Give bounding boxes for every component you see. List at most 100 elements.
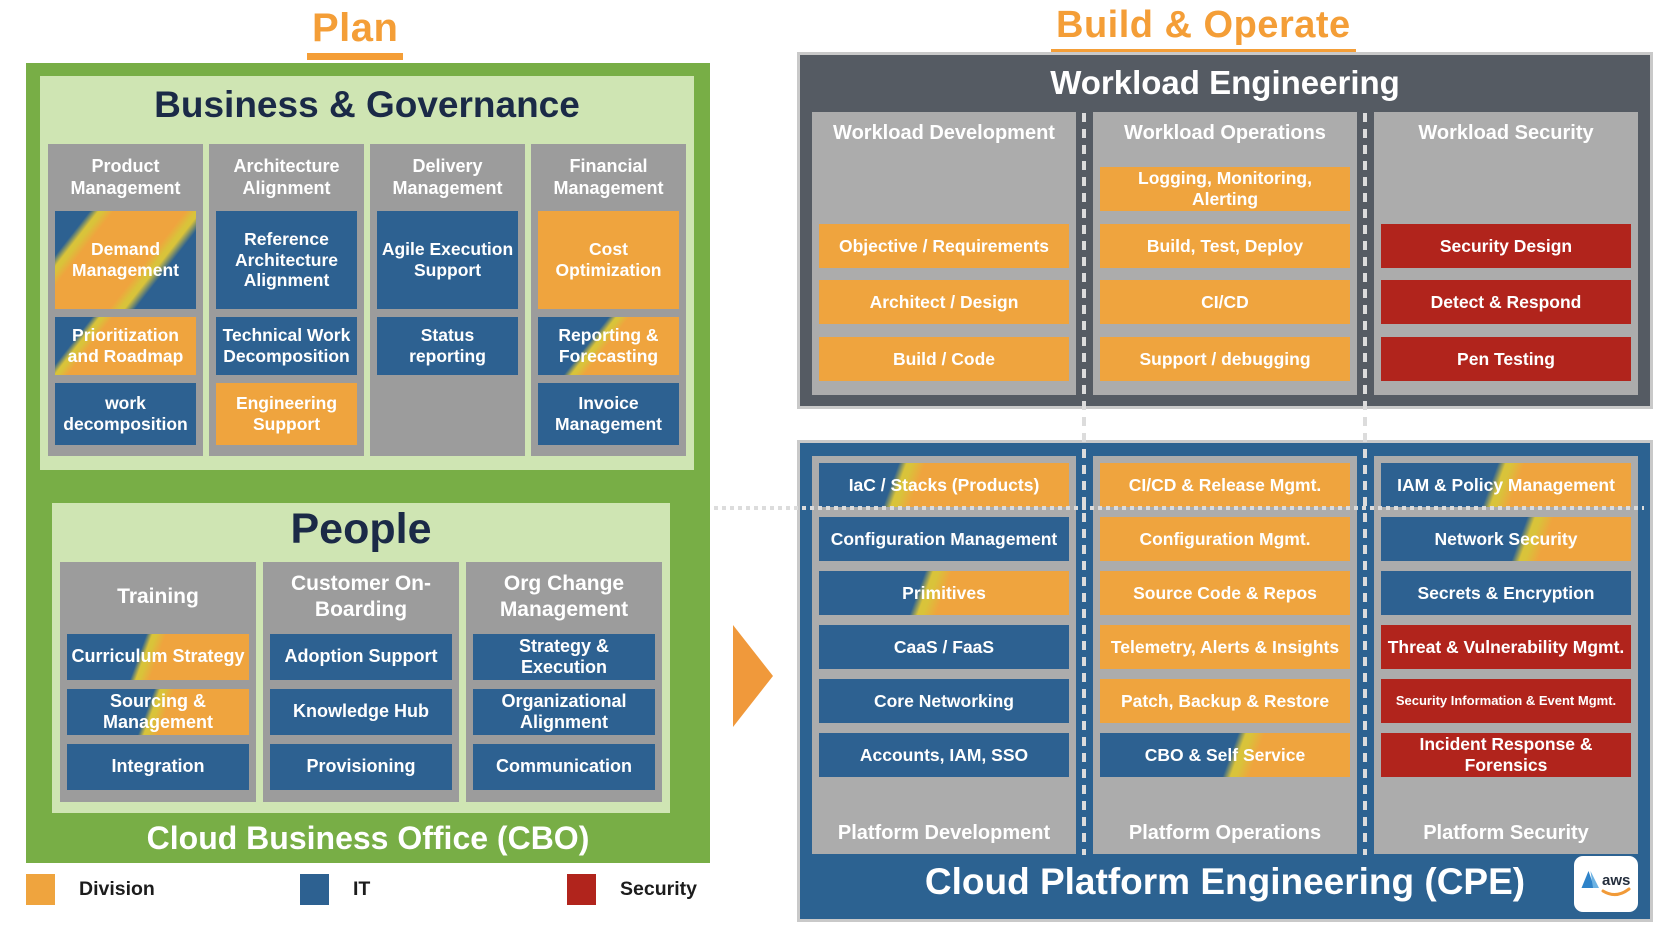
column-header: Financial Management [553,155,664,199]
box-security-information-event-mgmt: Security Information & Event Mgmt. [1381,679,1631,723]
platform-development-label: Platform Development [837,822,1051,844]
box-core-networking: Core Networking [819,679,1069,723]
cloud-platform-engineering-label: Cloud Platform Engineering (CPE) [924,861,1526,902]
legend-item-security: Security [567,874,697,905]
box-iac-stacks: IaC / Stacks (Products) [819,463,1069,507]
box-iam-policy-management: IAM & Policy Management [1381,463,1631,507]
column-header: Workload Operations [1124,121,1326,144]
column-workload-security: Workload Security Security Design Detect… [1374,112,1638,395]
cloud-business-office-box: Business & Governance Product Management… [26,63,710,863]
workload-columns: Workload Development Objective / Require… [812,112,1638,395]
box-logging-monitoring-alerting: Logging, Monitoring, Alerting [1100,167,1350,211]
svg-text:aws: aws [1602,872,1630,889]
business-governance-panel: Business & Governance Product Management… [40,76,694,470]
box-build-test-deploy: Build, Test, Deploy [1100,224,1350,268]
azure-aws-logo-icon: aws [1581,871,1631,896]
box-work-decomposition: work decomposition [55,383,196,445]
box-cbo-self-service: CBO & Self Service [1100,733,1350,777]
box-adoption-support: Adoption Support [270,634,452,680]
box-primitives: Primitives [819,571,1069,615]
column-header: Delivery Management [392,155,503,199]
column-customer-onboarding: Customer On-Boarding Adoption Support Kn… [263,562,459,802]
workload-platform-divider-right [1363,113,1367,855]
business-governance-columns: Product Management Demand Management Pri… [48,144,686,456]
column-header: Workload Development [833,121,1055,144]
platform-security-label: Platform Security [1423,822,1589,844]
column-platform-development: IaC / Stacks (Products) Configuration Ma… [812,456,1076,854]
box-strategy-execution: Strategy & Execution [473,634,655,680]
security-color-swatch [567,874,596,905]
legend-item-division: Division [26,874,155,905]
people-columns: Training Curriculum Strategy Sourcing & … [60,562,662,802]
box-pen-testing: Pen Testing [1381,337,1631,381]
box-accounts-iam-sso: Accounts, IAM, SSO [819,733,1069,777]
box-provisioning: Provisioning [270,744,452,790]
business-governance-title: Business & Governance [154,84,580,125]
platform-columns: IaC / Stacks (Products) Configuration Ma… [812,456,1638,854]
box-network-security: Network Security [1381,517,1631,561]
box-ci-cd: CI/CD [1100,280,1350,324]
box-threat-vulnerability-mgmt: Threat & Vulnerability Mgmt. [1381,625,1631,669]
cloud-platform-engineering-box: IaC / Stacks (Products) Configuration Ma… [797,440,1653,922]
box-reference-architecture-alignment: Reference Architecture Alignment [216,211,357,309]
box-architect-design: Architect / Design [819,280,1069,324]
column-workload-development: Workload Development Objective / Require… [812,112,1076,395]
column-workload-operations: Workload Operations Logging, Monitoring,… [1093,112,1357,395]
box-reporting-forecasting: Reporting & Forecasting [538,317,679,375]
legend-item-it: IT [300,874,370,905]
column-header: Workload Security [1418,121,1594,144]
column-training: Training Curriculum Strategy Sourcing & … [60,562,256,802]
box-configuration-mgmt: Configuration Mgmt. [1100,517,1350,561]
box-support-debugging: Support / debugging [1100,337,1350,381]
people-title: People [290,505,432,553]
box-communication: Communication [473,744,655,790]
box-demand-management: Demand Management [55,211,196,309]
box-curriculum-strategy: Curriculum Strategy [67,634,249,680]
box-cost-optimization: Cost Optimization [538,211,679,309]
box-secrets-encryption: Secrets & Encryption [1381,571,1631,615]
it-color-swatch [300,874,329,905]
column-org-change-management: Org Change Management Strategy & Executi… [466,562,662,802]
box-incident-response-forensics: Incident Response & Forensics [1381,733,1631,777]
box-cicd-release-mgmt: CI/CD & Release Mgmt. [1100,463,1350,507]
box-configuration-management: Configuration Management [819,517,1069,561]
platform-operations-label: Platform Operations [1128,822,1322,844]
box-knowledge-hub: Knowledge Hub [270,689,452,735]
workload-platform-divider-left [1082,113,1086,855]
box-source-code-repos: Source Code & Repos [1100,571,1350,615]
column-delivery-management: Delivery Management Agile Execution Supp… [370,144,525,456]
column-header: Product Management [70,155,181,199]
azure-aws-logo: aws [1574,856,1638,912]
column-financial-management: Financial Management Cost Optimization R… [531,144,686,456]
workload-engineering-title: Workload Engineering [1050,64,1400,101]
division-color-swatch [26,874,55,905]
column-header: Training [117,584,199,608]
legend-label: IT [353,878,371,900]
plan-to-build-arrow-icon [733,625,773,727]
box-engineering-support: Engineering Support [216,383,357,445]
box-objective-requirements: Objective / Requirements [819,224,1069,268]
legend-label: Security [620,878,697,900]
box-technical-work-decomposition: Technical Work Decomposition [216,317,357,375]
column-platform-security: IAM & Policy Management Network Security… [1374,456,1638,854]
column-header: Architecture Alignment [233,155,340,199]
landing-zone-divider [714,506,1644,510]
column-header: Org Change Management [499,571,629,621]
box-integration: Integration [67,744,249,790]
box-security-design: Security Design [1381,224,1631,268]
plan-title: Plan [307,6,404,60]
box-prioritization-and-roadmap: Prioritization and Roadmap [55,317,196,375]
box-sourcing-management: Sourcing & Management [67,689,249,735]
box-organizational-alignment: Organizational Alignment [473,689,655,735]
box-build-code: Build / Code [819,337,1069,381]
column-architecture-alignment: Architecture Alignment Reference Archite… [209,144,364,456]
box-telemetry-alerts-insights: Telemetry, Alerts & Insights [1100,625,1350,669]
column-platform-operations: CI/CD & Release Mgmt. Configuration Mgmt… [1093,456,1357,854]
box-caas-faas: CaaS / FaaS [819,625,1069,669]
box-patch-backup-restore: Patch, Backup & Restore [1100,679,1350,723]
build-operate-title: Build & Operate [1051,4,1356,56]
legend-label: Division [79,878,155,900]
box-invoice-management: Invoice Management [538,383,679,445]
box-detect-respond: Detect & Respond [1381,280,1631,324]
workload-engineering-box: Workload Engineering Workload Developmen… [797,52,1653,409]
